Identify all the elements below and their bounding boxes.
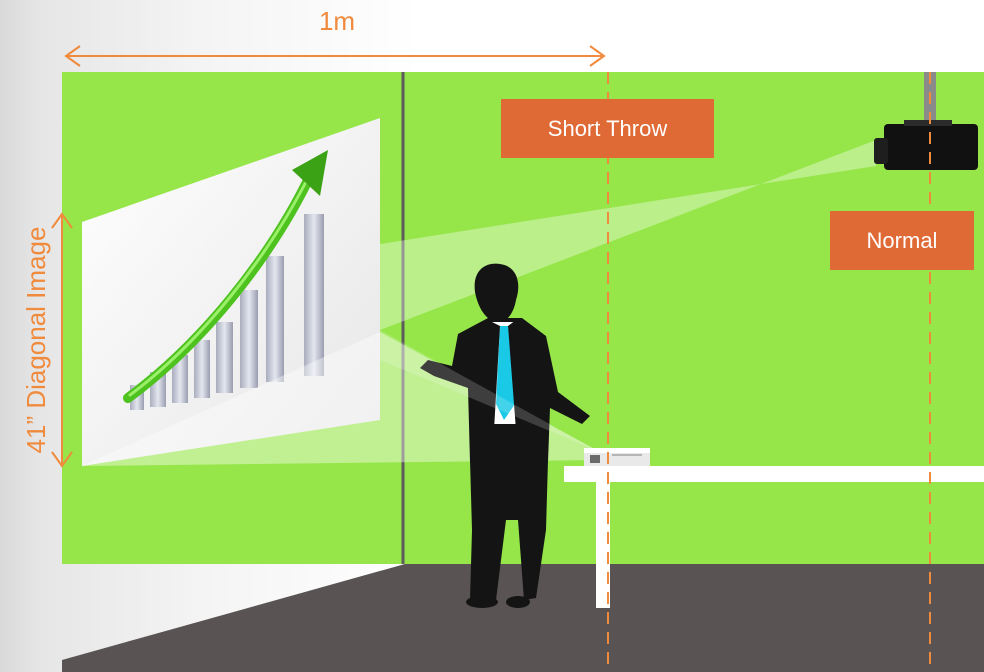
screen-bar	[266, 256, 284, 382]
screen-bar	[240, 290, 258, 388]
short-throw-projector	[584, 448, 650, 466]
diagonal-dimension-label: 41” Diagonal Image	[20, 180, 52, 500]
screen-bar	[304, 214, 324, 376]
presenter-shoe-right	[506, 596, 530, 608]
width-dimension-label: 1m	[307, 6, 367, 37]
table-top	[564, 466, 984, 482]
screen-bar	[194, 340, 210, 398]
presenter-shoe-left	[466, 596, 498, 608]
width-dimension-arrow	[66, 46, 604, 66]
screen-bar	[216, 322, 233, 393]
short-throw-label: Short Throw	[501, 99, 714, 158]
ceiling-projector	[874, 120, 978, 170]
normal-label: Normal	[830, 211, 974, 270]
